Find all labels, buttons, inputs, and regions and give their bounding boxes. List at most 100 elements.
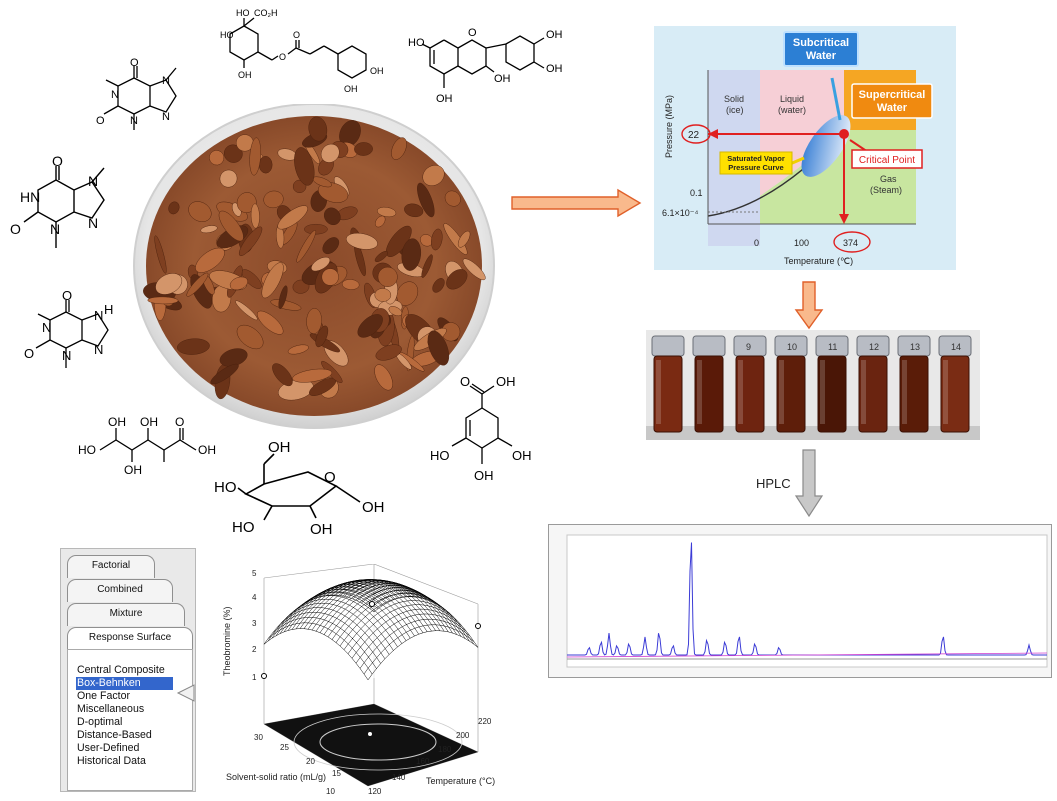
vial: 13 xyxy=(897,335,931,433)
extract-vials-photo: 9 10 11 12 13 14 xyxy=(646,330,980,440)
caffeine-label-n2: N xyxy=(130,115,138,127)
catechin-label-ho: HO xyxy=(408,37,425,49)
x-axis-label: Temperature (℃) xyxy=(784,256,853,266)
solid-label: Solid(ice) xyxy=(724,94,744,115)
y-tick-180: 180 xyxy=(438,745,452,754)
chlorogenic-acid-structure: HO CO₂H HO OH O O OH OH xyxy=(220,8,384,94)
theobromine-label-n1: N xyxy=(50,221,60,237)
glucose-label-o: O xyxy=(324,469,336,486)
x-tick-25: 25 xyxy=(280,743,289,752)
response-surface-plot: 1 2 3 4 5 Theobromine (%) 10 15 20 25 30… xyxy=(222,564,495,796)
chlorogenic-label-oh1: OH xyxy=(238,70,252,80)
vial: 12 xyxy=(856,335,890,433)
y-axis-label: Pressure (MPa) xyxy=(664,95,674,158)
theophylline-label-n1: N xyxy=(42,320,51,335)
theophylline-structure: O O H N N N N xyxy=(24,288,113,368)
chlorogenic-label-oh2: OH xyxy=(370,66,384,76)
caffeine-label-n4: N xyxy=(162,111,170,123)
theophylline-label-o1: O xyxy=(62,288,72,303)
subcritical-zone xyxy=(801,115,851,177)
supercritical-water-box xyxy=(851,83,933,119)
chlorogenic-label-o1: O xyxy=(279,52,286,62)
fructose-structure: HO OH OH OH OH O xyxy=(78,415,216,477)
selection-pointer xyxy=(176,684,195,702)
theophylline-label-h: H xyxy=(104,302,113,317)
caffeine-label-o2: O xyxy=(96,115,105,127)
theophylline-label-n3: N xyxy=(94,308,103,323)
glucose-label-oh3: OH xyxy=(362,499,385,516)
arrow-to-hplc xyxy=(794,449,824,518)
x-tick-30: 30 xyxy=(254,733,263,742)
catechin-structure: HO OH OH OH OH O xyxy=(408,27,563,105)
caffeine-label-n1: N xyxy=(111,89,119,101)
vial-label: 12 xyxy=(869,342,879,352)
chlorogenic-label-o2: O xyxy=(293,30,300,40)
liquid-label: Liquid(water) xyxy=(778,94,806,115)
z-tick-4: 4 xyxy=(252,593,257,602)
x-axis-label: Solvent-solid ratio (mL/g) xyxy=(226,772,326,782)
glucose-structure: OH HO HO O OH OH xyxy=(214,439,385,538)
gallic-label-ho: HO xyxy=(430,448,450,463)
y-tick-0-1: 0.1 xyxy=(690,188,703,198)
hplc-chromatogram xyxy=(548,524,1052,678)
caffeine-structure: O O N N N N xyxy=(96,57,177,130)
theobromine-label-o1: O xyxy=(52,153,63,169)
fructose-label-o: O xyxy=(175,415,184,429)
option-distance-based[interactable]: Distance-Based xyxy=(77,729,152,741)
catechin-label-oh2: OH xyxy=(546,63,563,75)
option-central-composite[interactable]: Central Composite xyxy=(77,664,165,676)
theobromine-label-hn: HN xyxy=(20,189,40,205)
option-historical-data[interactable]: Historical Data xyxy=(77,755,146,767)
x-tick-20: 20 xyxy=(306,757,315,766)
arrow-to-vials xyxy=(794,281,824,330)
fructose-label-oh4: OH xyxy=(198,443,216,457)
z-tick-3: 3 xyxy=(252,619,257,628)
glucose-label-ho2: HO xyxy=(232,519,255,536)
y-tick-22: 22 xyxy=(688,130,700,141)
vial xyxy=(651,335,685,433)
chlorogenic-label-co2h: CO₂H xyxy=(254,8,278,18)
fructose-label-oh3: OH xyxy=(140,415,158,429)
gas-label: Gas(Steam) xyxy=(870,174,902,195)
theophylline-label-n4: N xyxy=(94,342,103,357)
tab-mixture[interactable]: Mixture xyxy=(67,603,185,626)
gallic-acid-structure: O OH HO OH OH xyxy=(430,374,532,483)
caffeine-label-n3: N xyxy=(162,75,170,87)
y-tick-140: 140 xyxy=(392,773,406,782)
glucose-label-oh1: OH xyxy=(268,439,291,456)
gallic-label-oh3: OH xyxy=(474,468,494,483)
critical-point-box xyxy=(851,149,923,169)
tab-combined[interactable]: Combined xyxy=(67,579,173,602)
vial: 10 xyxy=(774,335,808,433)
water-phase-diagram: Solid(ice) Liquid(water) Gas(Steam) Subc… xyxy=(654,26,956,270)
critical-point-marker xyxy=(839,129,849,139)
x-tick-100: 100 xyxy=(794,238,809,248)
z-tick-2: 2 xyxy=(252,645,257,654)
fructose-label-oh1: OH xyxy=(108,415,126,429)
catechin-label-oh4: OH xyxy=(436,93,453,105)
design-selection-panel: Factorial Combined Mixture Response Surf… xyxy=(60,548,196,792)
arrow-to-phase-diagram xyxy=(511,188,642,218)
option-miscellaneous[interactable]: Miscellaneous xyxy=(77,703,145,715)
chlorogenic-label-oh3: OH xyxy=(344,84,358,94)
option-user-defined[interactable]: User-Defined xyxy=(77,742,140,754)
y-tick-160: 160 xyxy=(416,757,430,766)
y-tick-220: 220 xyxy=(478,717,492,726)
gallic-label-oh2: OH xyxy=(512,448,532,463)
x-tick-15: 15 xyxy=(332,769,341,778)
vial: 14 xyxy=(938,335,972,433)
tab-response-surface[interactable]: Response Surface xyxy=(67,627,193,650)
vial xyxy=(692,335,726,433)
gallic-label-o: O xyxy=(460,374,470,389)
catechin-label-oh1: OH xyxy=(546,29,563,41)
option-box-behnken[interactable]: Box-Behnken xyxy=(76,677,173,690)
vial: 9 xyxy=(733,335,767,433)
theobromine-label-o2: O xyxy=(10,221,21,237)
option-one-factor[interactable]: One Factor xyxy=(77,690,130,702)
y-tick-120: 120 xyxy=(368,787,382,796)
x-tick-0: 0 xyxy=(754,238,759,248)
tab-factorial[interactable]: Factorial xyxy=(67,555,155,578)
option-d-optimal[interactable]: D-optimal xyxy=(77,716,123,728)
subcritical-water-box xyxy=(783,31,859,67)
